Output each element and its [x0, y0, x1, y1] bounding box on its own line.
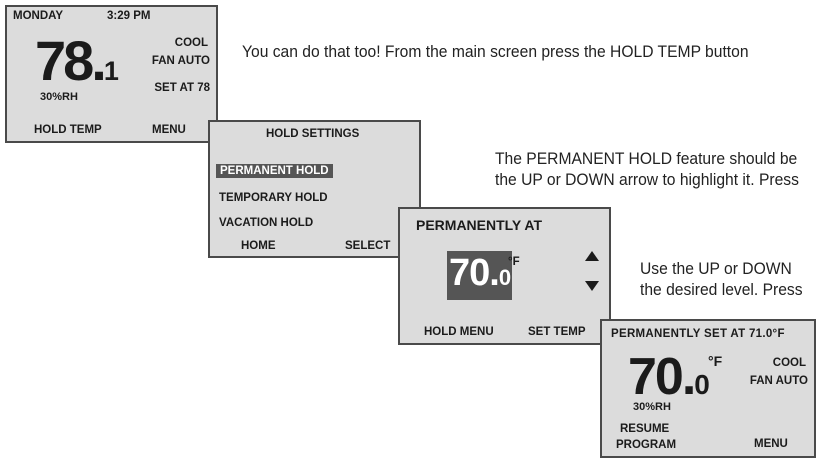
target-temperature-decimal: 0: [498, 265, 511, 290]
select-softkey[interactable]: SELECT: [345, 240, 391, 252]
down-arrow-icon[interactable]: [585, 281, 599, 291]
home-softkey[interactable]: HOME: [241, 240, 276, 252]
set-temp-softkey[interactable]: SET TEMP: [528, 326, 586, 338]
permanently-at-title: PERMANENTLY AT: [416, 217, 543, 233]
day-label: MONDAY: [13, 10, 64, 22]
humidity-label: 30%RH: [40, 91, 78, 103]
caption-permanent-hold-line1: The PERMANENT HOLD feature should be: [495, 149, 798, 168]
caption-up-down: Use the UP or DOWN the desired level. Pr…: [640, 258, 803, 300]
current-temperature: 78.1: [35, 33, 119, 99]
menu-item-vacation-hold[interactable]: VACATION HOLD: [219, 217, 314, 229]
permanently-set-screen: PERMANENTLY SET AT 71.0°F 70.0 °F 30%RH …: [600, 319, 816, 458]
caption-hold-temp: You can do that too! From the main scree…: [242, 42, 749, 61]
hold-menu-softkey[interactable]: HOLD MENU: [424, 326, 494, 338]
caption-up-down-line1: Use the UP or DOWN: [640, 259, 792, 278]
held-temperature: 70.0: [628, 351, 710, 411]
caption-permanent-hold-line2: the UP or DOWN arrow to highlight it. Pr…: [495, 170, 799, 189]
program-label: PROGRAM: [616, 439, 677, 451]
held-temperature-value: 70.: [628, 348, 696, 406]
caption-up-down-line2: the desired level. Press: [640, 280, 803, 299]
permanently-set-title: PERMANENTLY SET AT 71.0°F: [611, 328, 785, 340]
target-temperature[interactable]: 70.0: [447, 251, 513, 300]
resume-label: RESUME: [620, 423, 670, 435]
setpoint-label: SET AT 78: [154, 82, 210, 94]
temperature-decimal: 1: [103, 56, 119, 86]
temperature-value: 78.: [35, 29, 107, 92]
fan-label: FAN AUTO: [151, 55, 210, 67]
time-label: 3:29 PM: [107, 10, 151, 22]
hold-settings-title: HOLD SETTINGS: [266, 128, 360, 140]
target-temperature-value: 70.: [449, 252, 500, 294]
held-temperature-decimal: 0: [694, 369, 710, 400]
hold-temp-softkey[interactable]: HOLD TEMP: [34, 124, 102, 136]
held-temperature-unit: °F: [708, 353, 723, 369]
main-screen: MONDAY 3:29 PM 78.1 30%RH COOL FAN AUTO …: [5, 5, 218, 143]
caption-permanent-hold: The PERMANENT HOLD feature should be the…: [495, 148, 799, 190]
mode-label: COOL: [174, 37, 208, 49]
up-arrow-icon[interactable]: [585, 251, 599, 261]
humidity-label: 30%RH: [633, 401, 671, 413]
resume-program-softkey[interactable]: RESUME PROGRAM: [616, 421, 676, 453]
permanent-hold-screen: PERMANENTLY AT 70.0 °F HOLD MENU SET TEM…: [398, 207, 611, 345]
mode-label: COOL: [772, 357, 806, 369]
menu-softkey[interactable]: MENU: [754, 438, 788, 450]
fan-label: FAN AUTO: [749, 375, 808, 387]
hold-settings-screen: HOLD SETTINGS PERMANENT HOLD TEMPORARY H…: [208, 120, 421, 258]
menu-item-temporary-hold[interactable]: TEMPORARY HOLD: [219, 192, 328, 204]
menu-item-permanent-hold[interactable]: PERMANENT HOLD: [216, 164, 333, 178]
temperature-unit: °F: [508, 256, 520, 268]
menu-softkey[interactable]: MENU: [152, 124, 186, 136]
